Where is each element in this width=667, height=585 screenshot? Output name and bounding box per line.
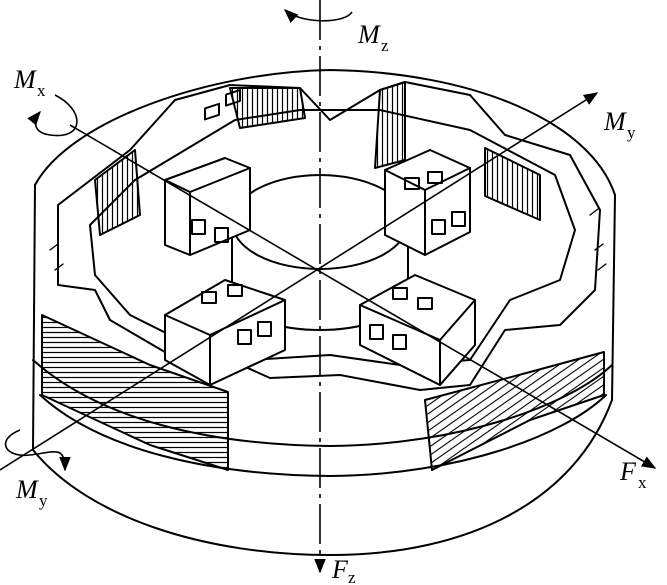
label-mz-sub: z (381, 36, 389, 55)
label-fz-sub: z (348, 568, 356, 585)
label-my-right-sub: y (627, 123, 636, 142)
body-lower-edge (39, 394, 607, 477)
label-mx-sub: x (37, 81, 46, 100)
wall-panel-front-right (424, 351, 605, 471)
label-mx: M x (13, 65, 46, 100)
x-axis-line (69, 124, 657, 469)
label-mz: M z (357, 20, 389, 55)
beam-upper-right (384, 149, 471, 256)
label-fx-sub: x (638, 473, 647, 492)
body-bottom-edge (32, 399, 613, 556)
wall-panel-front-left (41, 314, 229, 471)
body-left-side (32, 184, 36, 451)
beam-lower-left (164, 279, 286, 386)
y-axis-line (0, 92, 599, 471)
mz-rotation-arrow (283, 9, 353, 24)
label-mz-main: M (357, 20, 381, 49)
wall-panel-top-left (229, 87, 306, 129)
label-fz: F z (331, 555, 356, 585)
label-my-left-main: M (15, 475, 39, 504)
wall-panel-top-right (374, 81, 406, 169)
body-right-side (611, 194, 616, 401)
beam-lower-right (359, 274, 476, 386)
label-mx-main: M (13, 65, 37, 94)
wall-panel-left (94, 149, 141, 236)
label-my-left-sub: y (39, 491, 48, 510)
label-fx-main: F (619, 457, 637, 486)
body-top-rim (34, 69, 616, 196)
wall-panel-right (484, 147, 541, 221)
label-my-left: M y (15, 475, 48, 510)
label-my-right: M y (603, 107, 636, 142)
label-fx: F x (619, 457, 647, 492)
my-rotation-arrow (4, 429, 71, 472)
mx-rotation-arrow (27, 94, 78, 137)
label-my-right-main: M (603, 107, 627, 136)
label-fz-main: F (331, 555, 349, 584)
